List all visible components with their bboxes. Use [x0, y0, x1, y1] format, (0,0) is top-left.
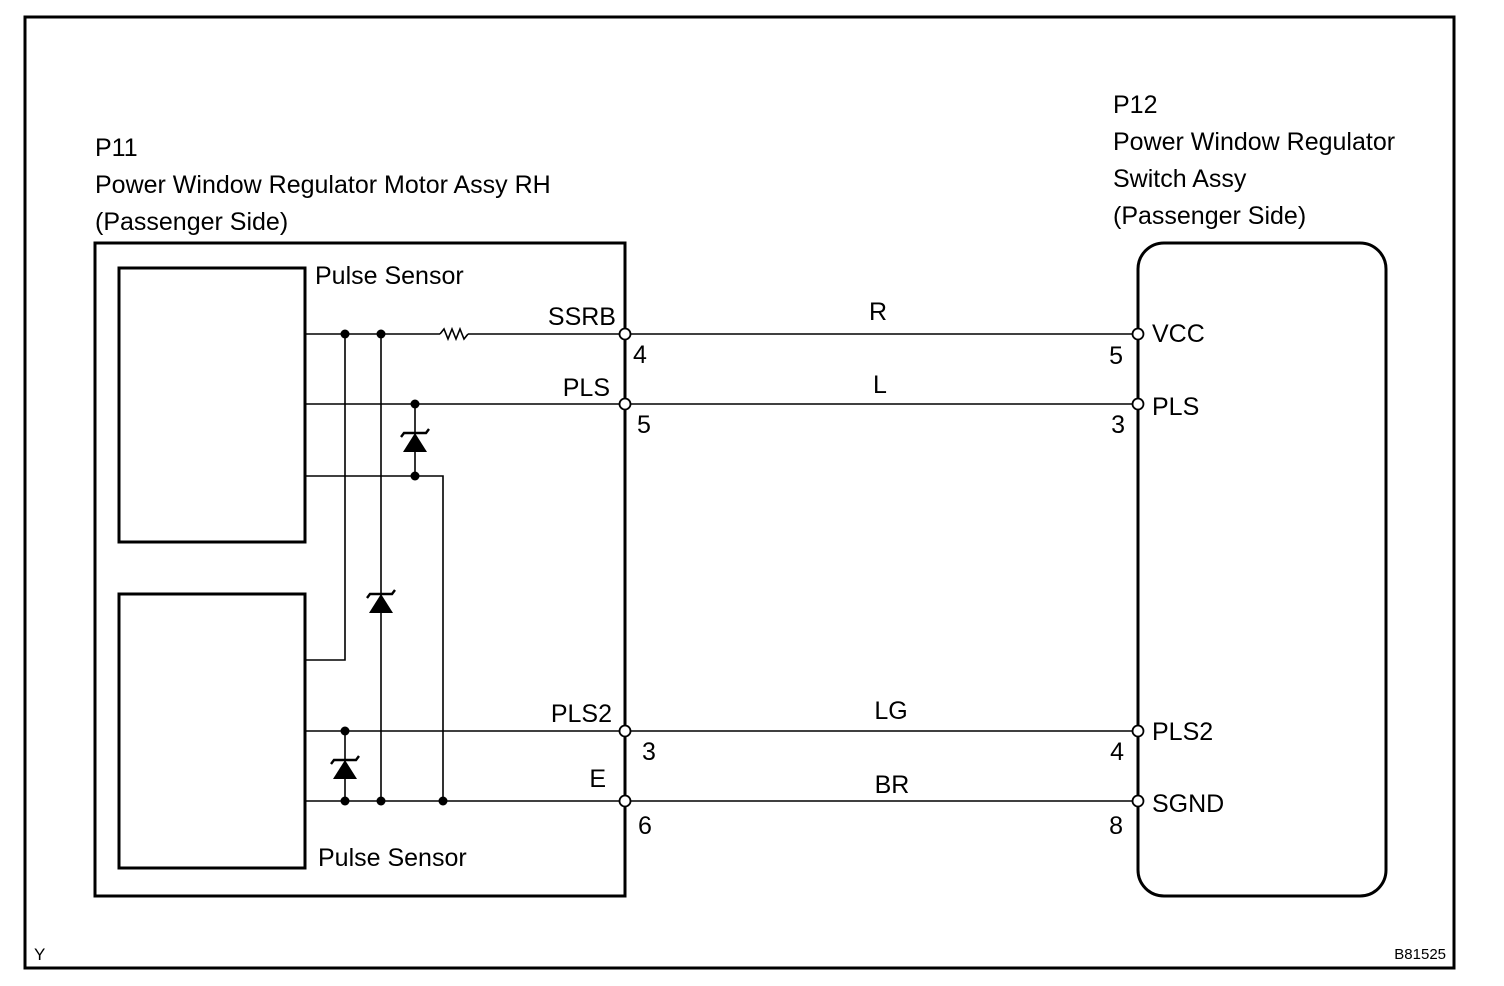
wire-color-l: L: [873, 371, 887, 399]
zener-diode-icon: [400, 428, 430, 452]
junction-dots: [340, 329, 448, 806]
zener-diode-icon: [366, 589, 396, 613]
ssrb-internal-line: [305, 326, 625, 342]
left-pin-5: 5: [637, 411, 651, 439]
left-signal-e: E: [589, 765, 606, 793]
right-pin-8: 8: [1109, 812, 1123, 840]
pulse-sensor-top-label: Pulse Sensor: [315, 262, 464, 290]
right-signal-sgnd: SGND: [1152, 790, 1224, 818]
right-pin-4: 4: [1110, 738, 1124, 766]
diagram-code: B81525: [1394, 946, 1446, 963]
zener-diode-icon: [330, 755, 360, 779]
left-component-side: (Passenger Side): [95, 208, 288, 236]
left-pin-4: 4: [633, 341, 647, 369]
wire-color-lg: LG: [874, 697, 907, 725]
left-signal-ssrb: SSRB: [548, 303, 616, 331]
right-signal-vcc: VCC: [1152, 320, 1205, 348]
pulse-sensor-top-block: [117, 266, 307, 544]
bottom-sensor-power-line: [305, 334, 346, 661]
left-component-name: Power Window Regulator Motor Assy RH: [95, 171, 551, 199]
left-pin-3: 3: [642, 738, 656, 766]
wire-color-br: BR: [875, 771, 910, 799]
right-component-id: P12: [1113, 91, 1157, 119]
top-sensor-ground-line: [305, 475, 444, 801]
right-component-name-line2: Switch Assy: [1113, 165, 1247, 193]
outer-frame: [23, 15, 1456, 970]
right-component-side: (Passenger Side): [1113, 202, 1306, 230]
motor-assy-box: [93, 241, 627, 898]
connector-terminals: [618, 327, 1145, 808]
switch-assy-box: [1136, 241, 1388, 898]
wire-color-r: R: [869, 298, 887, 326]
pulse-sensor-bottom-label: Pulse Sensor: [318, 844, 467, 872]
pulse-sensor-bottom-block: [117, 592, 307, 870]
left-component-id: P11: [95, 134, 138, 162]
right-signal-pls: PLS: [1152, 393, 1199, 421]
left-signal-pls2: PLS2: [551, 700, 612, 728]
right-signal-pls2: PLS2: [1152, 718, 1213, 746]
right-pin-5: 5: [1109, 342, 1123, 370]
left-pin-6: 6: [638, 812, 652, 840]
left-signal-pls: PLS: [563, 374, 610, 402]
right-component-name-line1: Power Window Regulator: [1113, 128, 1395, 156]
right-pin-3: 3: [1111, 411, 1125, 439]
corner-left-mark: Y: [34, 945, 45, 964]
